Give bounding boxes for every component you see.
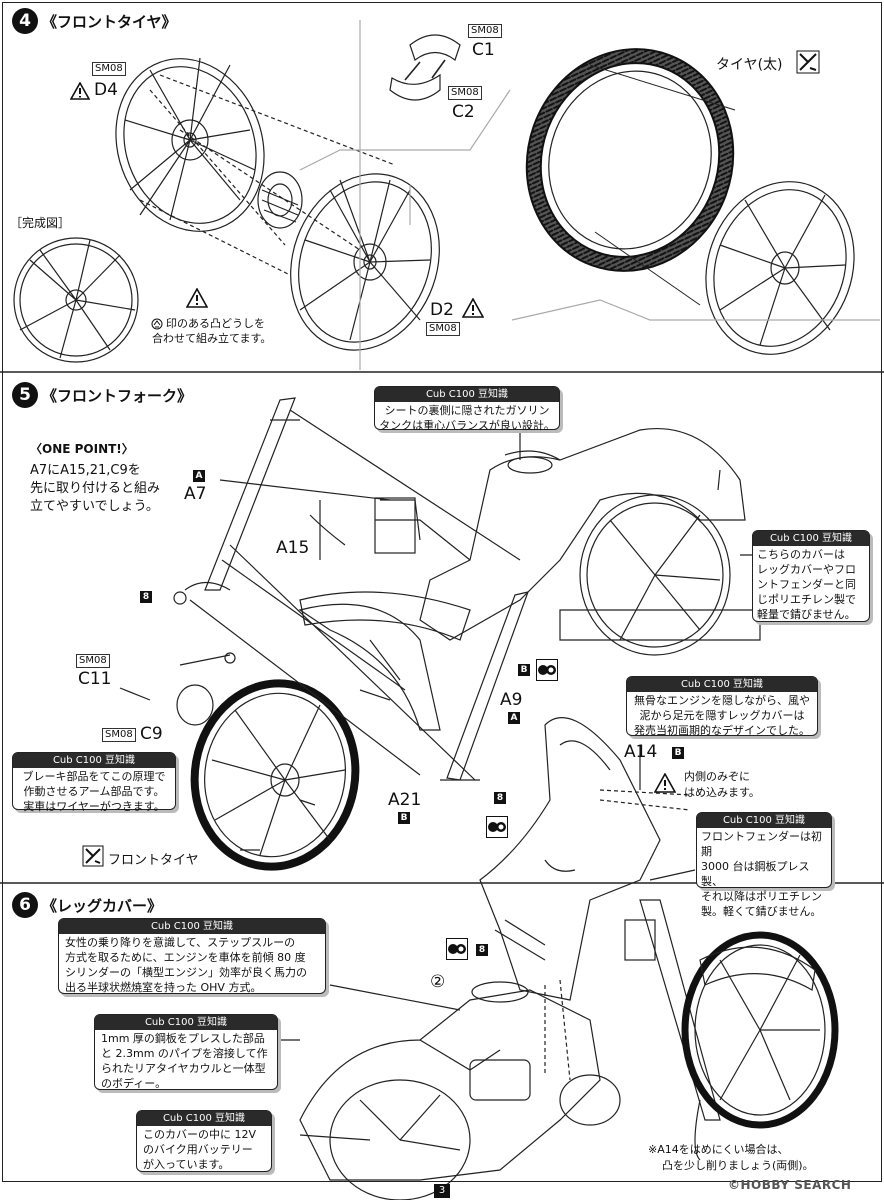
part-a15-label: A15 bbox=[276, 538, 310, 558]
glue-8-tag: 8 bbox=[494, 792, 506, 804]
paint-color-icon bbox=[486, 816, 508, 838]
trivia-battery: Cub C100 豆知識 このカバーの中に 12V のバイク用バッテリー が入っ… bbox=[136, 1110, 272, 1172]
part-a21-runner-tag: B bbox=[398, 812, 410, 824]
step-6-circle-2: ② bbox=[430, 972, 446, 992]
brake-arm-drawing bbox=[119, 652, 236, 726]
part-d4-material: SM08 bbox=[92, 62, 126, 76]
trivia-brake-arm: Cub C100 豆知識 ブレーキ部品をてこの原理で 作動させるアーム部品です。… bbox=[12, 752, 176, 813]
part-c9-material: SM08 bbox=[102, 728, 136, 742]
trivia-header: Cub C100 豆知識 bbox=[697, 813, 831, 828]
part-d4-label: D4 bbox=[94, 80, 118, 100]
trivia-engine: Cub C100 豆知識 女性の乗り降りを意識して、ステップスルーの 方式を取る… bbox=[58, 918, 326, 994]
one-point-text-2: 先に取り付けると組み bbox=[30, 481, 161, 496]
part-a14-runner-tag: B bbox=[672, 747, 684, 759]
part-a14-label: A14 bbox=[624, 742, 658, 762]
trivia-header: Cub C100 豆知識 bbox=[95, 1015, 277, 1030]
trivia-front-fender: Cub C100 豆知識 フロントフェンダーは初期 3000 台は鋼板プレス製、… bbox=[696, 812, 832, 918]
trivia-header: Cub C100 豆知識 bbox=[13, 753, 175, 768]
tire-label: タイヤ(太) bbox=[716, 57, 783, 73]
trivia-fuel-tank: Cub C100 豆知識 シートの裏側に隠されたガソリン タンクは重心バランスが… bbox=[374, 386, 560, 432]
warning-icon bbox=[462, 298, 484, 318]
trivia-body: このカバーの中に 12V のバイク用バッテリー が入っています。 bbox=[143, 1128, 257, 1171]
a14-note-line1: 内側のみぞに bbox=[684, 770, 750, 783]
rear-wheel-drawing bbox=[579, 494, 731, 656]
one-point-text-3: 立てやすいでしょう。 bbox=[30, 499, 159, 514]
completed-wheel-drawing bbox=[13, 237, 139, 363]
wheel-d4-drawing bbox=[115, 57, 265, 232]
trivia-body: ブレーキ部品をてこの原理で 作動させるアーム部品です。 実車はワイヤーがつきます… bbox=[22, 770, 166, 813]
trivia-body: 女性の乗り降りを意識して、ステップスルーの 方式を取るために、エンジンを車体を前… bbox=[65, 936, 307, 994]
part-c1-material: SM08 bbox=[468, 24, 502, 38]
part-c2-label: C2 bbox=[452, 102, 475, 122]
page-frame bbox=[2, 2, 882, 1182]
trivia-body-frame: Cub C100 豆知識 1mm 厚の鋼板をプレスした部品 と 2.3mm のパ… bbox=[94, 1014, 278, 1090]
completed-label: ［完成図］ bbox=[10, 216, 71, 230]
glue-8-tag: 8 bbox=[476, 944, 488, 956]
part-a7-runner-tag: A bbox=[193, 470, 205, 482]
paint-color-icon bbox=[536, 659, 558, 681]
part-c1-label: C1 bbox=[472, 40, 495, 60]
step-5-number: 5 bbox=[12, 382, 38, 408]
trivia-cover: Cub C100 豆知識 こちらのカバーは レッグカバーやフロ ントフェンダーと… bbox=[752, 530, 870, 622]
part-a21-label: A21 bbox=[388, 790, 422, 810]
part-a9-runner-tag: A bbox=[508, 712, 520, 724]
align-note-line1: 印のある凸どうしを bbox=[166, 317, 265, 330]
trivia-header: Cub C100 豆知識 bbox=[375, 387, 559, 402]
part-a9-label: A9 bbox=[500, 690, 523, 710]
alignment-mark-icon bbox=[151, 318, 163, 330]
cut-tool-icon bbox=[82, 845, 104, 867]
front-wheel-drawing bbox=[190, 679, 360, 871]
warning-icon bbox=[186, 288, 208, 308]
leg-cover-drawing bbox=[479, 717, 661, 1001]
a14-trim-note-line2: 凸を少し削りましょう(両側)。 bbox=[662, 1159, 814, 1172]
tire-drawing bbox=[525, 48, 735, 272]
completed-bike-drawing bbox=[299, 899, 839, 1200]
align-note-line2: 合わせて組み立てます。 bbox=[152, 332, 272, 345]
one-point-text-1: A7にA15,21,C9を bbox=[30, 463, 141, 478]
watermark: ©HOBBY SEARCH bbox=[728, 1178, 852, 1192]
trivia-header: Cub C100 豆知識 bbox=[627, 677, 817, 692]
part-c11-label: C11 bbox=[78, 669, 112, 689]
page-number: 3 bbox=[434, 1184, 450, 1198]
trivia-body: 1mm 厚の鋼板をプレスした部品 と 2.3mm のパイプを溶接して作 られたリ… bbox=[101, 1032, 268, 1090]
part-d2-label: D2 bbox=[430, 300, 454, 320]
step-4-number: 4 bbox=[12, 8, 38, 34]
step-4-title: 《フロントタイヤ》 bbox=[42, 13, 177, 31]
part-c9-label: C9 bbox=[140, 724, 163, 744]
a14-trim-note-line1: ※A14をはめにくい場合は、 bbox=[648, 1143, 789, 1156]
fork-a9-drawing bbox=[440, 591, 529, 781]
body-frame-drawing bbox=[299, 428, 761, 641]
trivia-body: シートの裏側に隠されたガソリン タンクは重心バランスが良い設計。 bbox=[379, 404, 555, 432]
step-6-title: 《レッグカバー》 bbox=[42, 897, 163, 915]
cut-tool-icon bbox=[796, 50, 820, 74]
runner-b-tag: B bbox=[518, 664, 530, 676]
wheel-right-drawing bbox=[705, 181, 855, 355]
a14-note-line2: はめ込みます。 bbox=[684, 786, 760, 799]
paint-color-icon bbox=[446, 938, 468, 960]
one-point-title: 〈ONE POINT!〉 bbox=[30, 442, 134, 456]
part-a7-label: A7 bbox=[184, 484, 207, 504]
trivia-body: 無骨なエンジンを隠しながら、風や 泥から足元を隠すレッグカバーは 発売当初画期的… bbox=[634, 694, 810, 737]
trivia-header: Cub C100 豆知識 bbox=[59, 919, 325, 934]
step-6-number: 6 bbox=[12, 892, 38, 918]
trivia-header: Cub C100 豆知識 bbox=[753, 531, 869, 546]
glue-8-tag: 8 bbox=[140, 591, 152, 603]
step-5-title: 《フロントフォーク》 bbox=[42, 387, 193, 405]
trivia-header: Cub C100 豆知識 bbox=[137, 1111, 271, 1126]
part-d2-material: SM08 bbox=[426, 322, 460, 336]
part-c2-material: SM08 bbox=[448, 86, 482, 100]
fork-a7-drawing bbox=[173, 397, 300, 605]
front-fender-drawing bbox=[298, 603, 441, 731]
hub-rubber-drawing bbox=[257, 171, 303, 229]
part-c11-material: SM08 bbox=[76, 654, 110, 668]
warning-icon bbox=[654, 773, 676, 793]
warning-icon bbox=[70, 82, 90, 100]
trivia-leg-cover: Cub C100 豆知識 無骨なエンジンを隠しながら、風や 泥から足元を隠すレッ… bbox=[626, 676, 818, 737]
trivia-body: こちらのカバーは レッグカバーやフロ ントフェンダーと同 じポリエチレン製で 軽… bbox=[757, 548, 856, 621]
front-tire-reference: フロントタイヤ bbox=[108, 853, 199, 868]
trivia-body: フロントフェンダーは初期 3000 台は鋼板プレス製、 それ以降はポリエチレン … bbox=[701, 830, 822, 918]
